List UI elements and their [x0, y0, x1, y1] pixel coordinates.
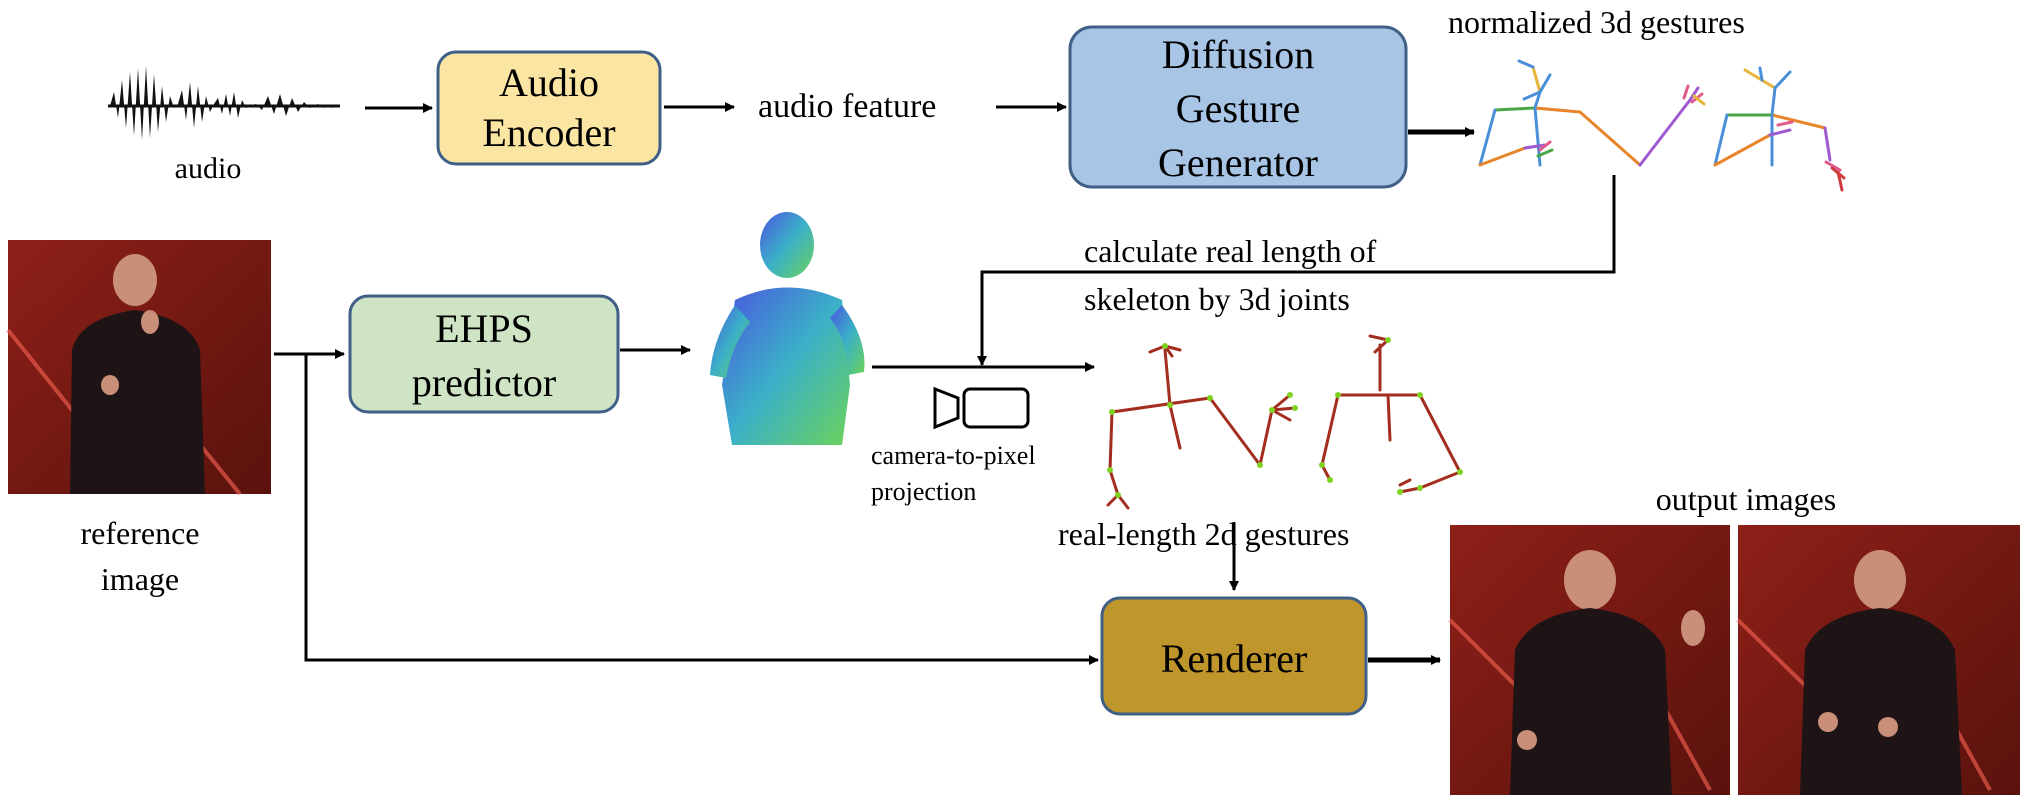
- renderer-box: Renderer: [1100, 596, 1368, 716]
- calculate-length-label-line1: calculate real length of: [1084, 233, 1377, 269]
- ehps-predictor-box: EHPS predictor: [348, 294, 620, 414]
- normalized-3d-skeleton-right: [1713, 66, 1846, 192]
- svg-text:Gesture: Gesture: [1176, 86, 1300, 131]
- audio-encoder-box: Audio Encoder: [436, 50, 662, 166]
- real-length-2d-skeleton-right: [1320, 334, 1462, 494]
- diffusion-gesture-generator-box: Diffusion Gesture Generator: [1068, 25, 1408, 189]
- reference-image-label-line2: image: [101, 561, 179, 597]
- output-image-1: [1448, 525, 1730, 795]
- camera-icon: [933, 386, 1030, 430]
- real-length-2d-gestures-label: real-length 2d gestures: [1058, 516, 1349, 552]
- svg-text:Renderer: Renderer: [1161, 636, 1308, 681]
- output-images-label: output images: [1656, 481, 1836, 517]
- svg-text:Diffusion: Diffusion: [1162, 32, 1315, 77]
- normalized-3d-skeleton-left: [1478, 59, 1706, 167]
- joint-dots: [1107, 337, 1463, 498]
- audio-waveform-icon: [108, 66, 340, 140]
- reference-image: [6, 240, 271, 496]
- svg-text:Encoder: Encoder: [482, 110, 615, 155]
- svg-text:Generator: Generator: [1158, 140, 1318, 185]
- calculate-length-label-line2: skeleton by 3d joints: [1084, 281, 1350, 317]
- audio-label: audio: [175, 152, 242, 185]
- svg-text:predictor: predictor: [412, 360, 556, 405]
- audio-feature-label: audio feature: [758, 88, 936, 125]
- arrow-image-to-renderer: [304, 354, 1099, 665]
- output-image-2: [1736, 525, 2020, 795]
- camera-projection-label-line2: projection: [871, 477, 976, 506]
- svg-text:Audio: Audio: [499, 60, 599, 105]
- real-length-2d-skeleton-left: [1106, 344, 1297, 510]
- svg-text:EHPS: EHPS: [435, 306, 533, 351]
- body-mesh-icon: [710, 212, 865, 445]
- normalized-3d-gestures-label: normalized 3d gestures: [1448, 4, 1745, 40]
- reference-image-label-line1: reference: [81, 515, 200, 551]
- camera-projection-label-line1: camera-to-pixel: [871, 441, 1036, 470]
- arrow-gestures-to-projection: [977, 175, 1616, 366]
